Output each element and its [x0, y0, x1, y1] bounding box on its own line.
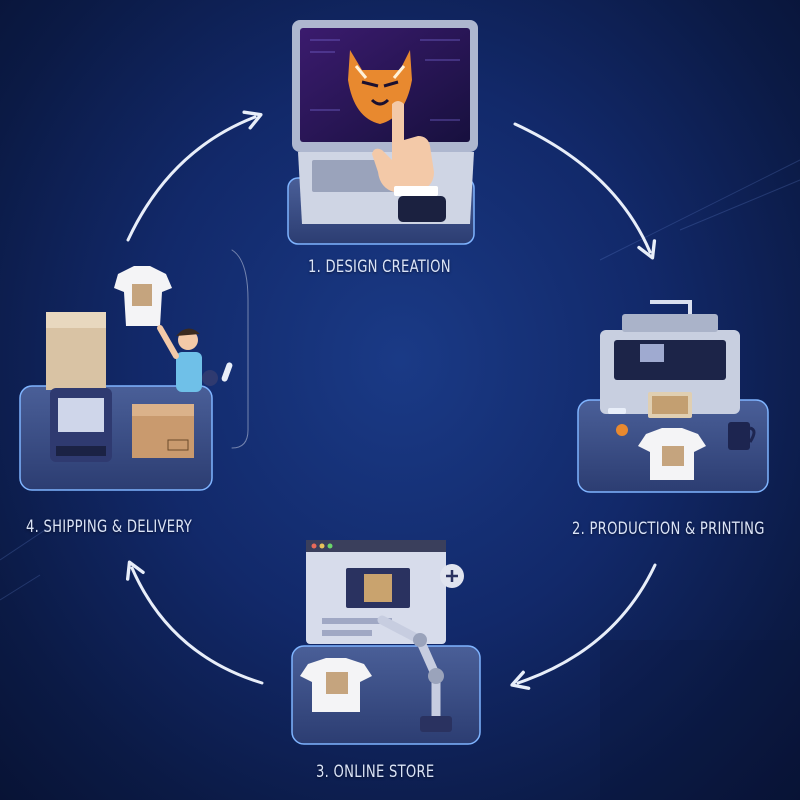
arrow-store-to-shipping [125, 560, 264, 685]
cycle-arrows [125, 110, 657, 690]
robot-arm [377, 615, 441, 731]
arrow-design-to-production [513, 122, 657, 260]
production-printing-illustration [577, 300, 769, 493]
shipping-delivery-illustration [19, 266, 233, 491]
arrow-production-to-store [510, 563, 657, 690]
step-label-design: 1. DESIGN CREATION [308, 257, 451, 277]
arrow-shipping-to-design [126, 110, 263, 242]
pointing-hand [372, 101, 434, 192]
connector-line [231, 249, 249, 449]
background-decoration [0, 159, 800, 800]
step-label-shipping: 4. SHIPPING & DELIVERY [26, 517, 193, 537]
step-label-production: 2. PRODUCTION & PRINTING [572, 519, 765, 539]
design-creation-illustration [287, 20, 478, 245]
online-store-illustration [291, 540, 481, 745]
step-label-store: 3. ONLINE STORE [316, 762, 435, 782]
